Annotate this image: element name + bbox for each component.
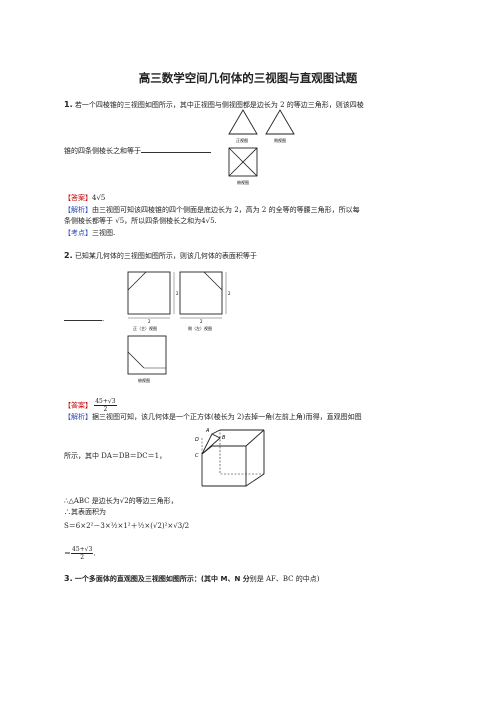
q2-jiexi-line-2: 所示，其中 DA＝DB＝DC＝1， — [64, 452, 166, 461]
jiexi-text-b: 所示，其中 DA＝DB＝DC＝1， — [64, 452, 167, 460]
side-view-cut-line — [203, 271, 223, 291]
side-view-square — [179, 271, 223, 315]
q2-blank-line: . — [64, 313, 104, 324]
point-label-B: B — [222, 435, 226, 441]
q1-kaodian: 【考点】三视图. — [64, 229, 115, 238]
side-view-label: 侧视图 — [274, 137, 286, 143]
question-1-line-2: 锥的四条侧棱长之和等于 — [64, 145, 211, 156]
top-view-cut-line — [127, 351, 145, 369]
q2-three-views-figure: 2 2 正（主）视图 2 2 侧（左）视图 俯视图 — [127, 271, 231, 383]
blank-period: . — [102, 315, 105, 323]
side-view-label: 侧（左）视图 — [188, 325, 212, 331]
surface-area-formula: S＝6×2²－3×½×1²＋½×(√2)²×√3/2 — [64, 522, 190, 530]
point-label-D: D — [195, 437, 199, 443]
line4-text: ∴其表面积为 — [64, 508, 106, 516]
point-label-A: A — [205, 428, 210, 434]
front-view-triangle — [228, 109, 258, 135]
cube-edge — [245, 473, 265, 487]
top-view-square — [228, 147, 258, 177]
fraction-numerator: 45+√3 — [94, 398, 117, 406]
jiexi-text-b1: 条侧棱长都等于 — [64, 217, 113, 225]
jiexi-text-a: 由三视图可知该四棱锥的四个侧面是底边长为 2，高为 2 的全等的等腰三角形，所以… — [92, 206, 360, 214]
question-3-text: 别是 AF、BC 的中点) — [249, 575, 320, 583]
question-3-line: 3. 一个多面体的直观图及三视图如图所示：(其中 M、N 分别是 AF、BC 的… — [64, 574, 319, 584]
question-2-text: 已知某几何体的三视图如图所示，则该几何体的表面积等于 — [74, 252, 257, 260]
line3-text-a: ∴△ABC 是边长为 — [64, 497, 120, 505]
jiexi-tag: 【解析】 — [64, 206, 92, 214]
cube-edge — [245, 429, 265, 447]
answer-tag: 【答案】 — [64, 194, 92, 202]
front-view-square — [127, 271, 171, 315]
jiexi-tag: 【解析】 — [64, 413, 92, 421]
cube-front-face — [201, 445, 247, 487]
dimension-label: 2 — [148, 319, 151, 324]
front-view-cut-line — [127, 271, 147, 291]
jiexi-text-a: 据三视图可知，该几何体是一个正方体(棱长为 2)去掉一角(左前上角)而得，直观图… — [92, 413, 362, 421]
jiexi-text-b4: 4√5 — [201, 217, 215, 225]
top-view-label: 俯视图 — [237, 179, 249, 185]
side-view-triangle — [265, 109, 295, 135]
jiexi-text-b3: ，所以四条侧棱长之和为 — [124, 217, 202, 225]
fraction-numerator: 45+√3 — [71, 546, 94, 554]
answer-blank — [64, 313, 102, 321]
q2-jiexi-line-1: 【解析】据三视图可知，该几何体是一个正方体(棱长为 2)去掉一角(左前上角)而得… — [64, 413, 362, 422]
q1-three-views-figure: 正视图 侧视图 俯视图 — [228, 109, 295, 185]
q2-line-3: ∴△ABC 是边长为√2的等边三角形， — [64, 497, 178, 506]
jiexi-text-b5: . — [214, 217, 217, 225]
answer-value: 4√5 — [92, 194, 106, 202]
line3-sqrt2: √2 — [119, 497, 129, 505]
cube-edge — [211, 429, 221, 435]
line3-text-c: 的等边三角形， — [128, 497, 178, 505]
jiexi-text-b2: √5 — [115, 217, 125, 225]
answer-blank — [141, 145, 211, 153]
kaodian-text: 三视图. — [92, 229, 116, 237]
answer-tag: 【答案】 — [64, 401, 92, 410]
q1-jiexi-line-1: 【解析】由三视图可知该四棱锥的四个侧面是底边长为 2，高为 2 的全等的等腰三角… — [64, 206, 360, 215]
front-view-label: 正（主）视图 — [133, 325, 157, 331]
top-view-label: 俯视图 — [138, 377, 150, 383]
question-1-text-b: 锥的四条侧棱长之和等于 — [64, 147, 141, 155]
question-2-line: 2. 已知某几何体的三视图如图所示，则该几何体的表面积等于 — [64, 251, 257, 261]
kaodian-tag: 【考点】 — [64, 229, 92, 237]
question-3-bold-text: 一个多面体的直观图及三视图如图所示：(其中 M、N 分 — [74, 575, 250, 583]
q1-jiexi-line-2: 条侧棱长都等于 √5，所以四条侧棱长之和为4√5. — [64, 217, 217, 226]
question-1-text-a: 若一个四棱锥的三视图如图所示，其中正视图与侧视图都是边长为 2 的等边三角形，则… — [74, 101, 364, 109]
dimension-label: 2 — [228, 291, 231, 296]
fraction-denominator: 2 — [80, 554, 85, 561]
front-view-label: 正视图 — [236, 137, 248, 143]
cut-triangle — [201, 433, 221, 455]
page-title: 高三数学空间几何体的三视图与直观图试题 — [138, 71, 358, 85]
q2-formula: S＝6×2²－3×½×1²＋½×(√2)²×√3/2 — [64, 522, 189, 531]
top-view-square — [127, 335, 167, 375]
question-2-number: 2. — [64, 251, 73, 260]
question-1-number: 1. — [64, 100, 73, 109]
point-label-C: C — [195, 453, 199, 459]
dimension-label: 2 — [176, 291, 179, 296]
cube-back-face — [219, 429, 265, 475]
fraction-denominator: 2 — [103, 406, 108, 413]
top-view-diagonal — [228, 147, 258, 177]
dimension-label: 2 — [200, 319, 203, 324]
question-1-line-1: 1. 若一个四棱锥的三视图如图所示，其中正视图与侧视图都是边长为 2 的等边三角… — [64, 100, 364, 110]
question-3-number: 3. — [64, 574, 73, 583]
q2-line-4: ∴其表面积为 — [64, 508, 106, 517]
q1-answer: 【答案】4√5 — [64, 194, 105, 203]
q2-cube-diagram: A B D C — [195, 428, 265, 487]
